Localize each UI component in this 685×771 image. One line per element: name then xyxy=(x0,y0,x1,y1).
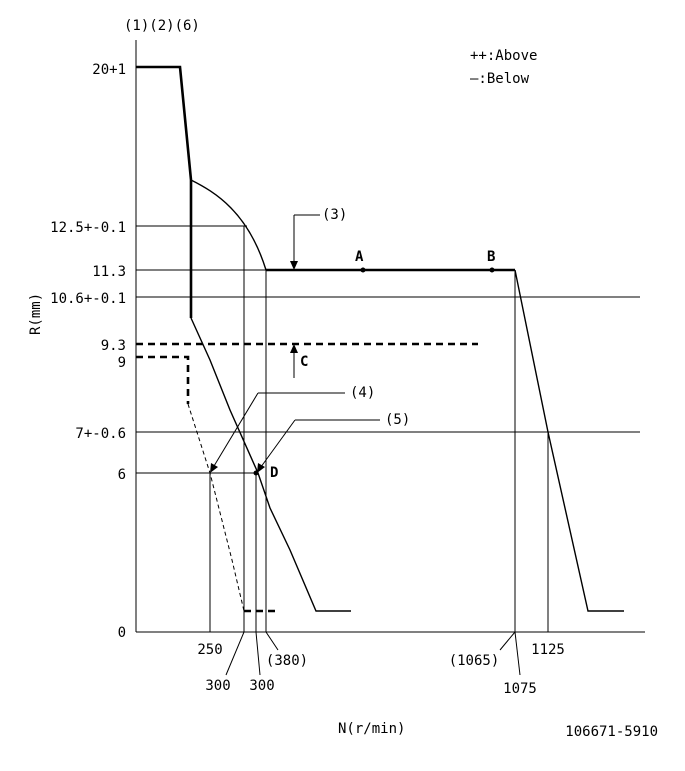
x-tick-300b: 300 xyxy=(249,678,274,694)
y-tick-9-3: 9.3 xyxy=(101,338,126,354)
x-tick-250: 250 xyxy=(197,642,222,658)
x-tick-1075: 1075 xyxy=(503,681,537,697)
callout-4: (4) xyxy=(350,385,375,401)
y-tick-12-5: 12.5+-0.1 xyxy=(50,220,126,236)
y-tick-9: 9 xyxy=(118,355,126,371)
y-tick-6: 6 xyxy=(118,467,126,483)
legend-above: ++:Above xyxy=(470,48,537,64)
y-tick-10-6: 10.6+-0.1 xyxy=(50,291,126,307)
point-d-marker xyxy=(253,470,259,476)
droop-line xyxy=(514,269,624,612)
y-tick-11-3: 11.3 xyxy=(92,264,126,280)
point-d: D xyxy=(270,465,278,481)
leader-300a xyxy=(225,631,245,676)
leader-1075 xyxy=(514,631,521,676)
y-axis-label: R(mm) xyxy=(28,293,44,335)
callout-4-arrow-head xyxy=(210,463,218,473)
callout-5: (5) xyxy=(385,412,410,428)
callout-4-arrow xyxy=(210,392,259,472)
arrow-head-down xyxy=(290,261,298,270)
x-axis-label: N(r/min) xyxy=(338,721,405,737)
y-tick-7: 7+-0.6 xyxy=(75,426,126,442)
point-b-marker xyxy=(489,267,495,273)
y-tick-20: 20+1 xyxy=(92,62,126,78)
arrow-head-up xyxy=(290,344,298,353)
fine-dashed-curve xyxy=(187,403,245,612)
x-tick-1065: (1065) xyxy=(449,653,500,669)
dashed-9 xyxy=(136,355,190,404)
x-tick-300a: 300 xyxy=(205,678,230,694)
arc-curve xyxy=(190,179,267,271)
drawing-number: 106671-5910 xyxy=(565,724,658,740)
point-c: C xyxy=(300,354,308,370)
callout-5-arrow-head xyxy=(257,463,265,473)
leader-300b xyxy=(255,631,261,676)
leader-380 xyxy=(265,631,279,651)
main-curve xyxy=(136,65,193,318)
leader-1065 xyxy=(499,631,516,651)
callout-5-arrow xyxy=(257,419,296,472)
x-tick-1125: 1125 xyxy=(531,642,565,658)
point-a-marker xyxy=(360,267,366,273)
point-b: B xyxy=(487,249,495,265)
y-tick-0: 0 xyxy=(118,625,126,641)
header-ids: (1)(2)(6) xyxy=(124,18,200,34)
main-curve-lower xyxy=(190,317,351,612)
callout-3: (3) xyxy=(322,207,347,223)
point-a: A xyxy=(355,249,364,265)
x-tick-380: (380) xyxy=(266,653,308,669)
legend-below: —:Below xyxy=(470,71,530,87)
